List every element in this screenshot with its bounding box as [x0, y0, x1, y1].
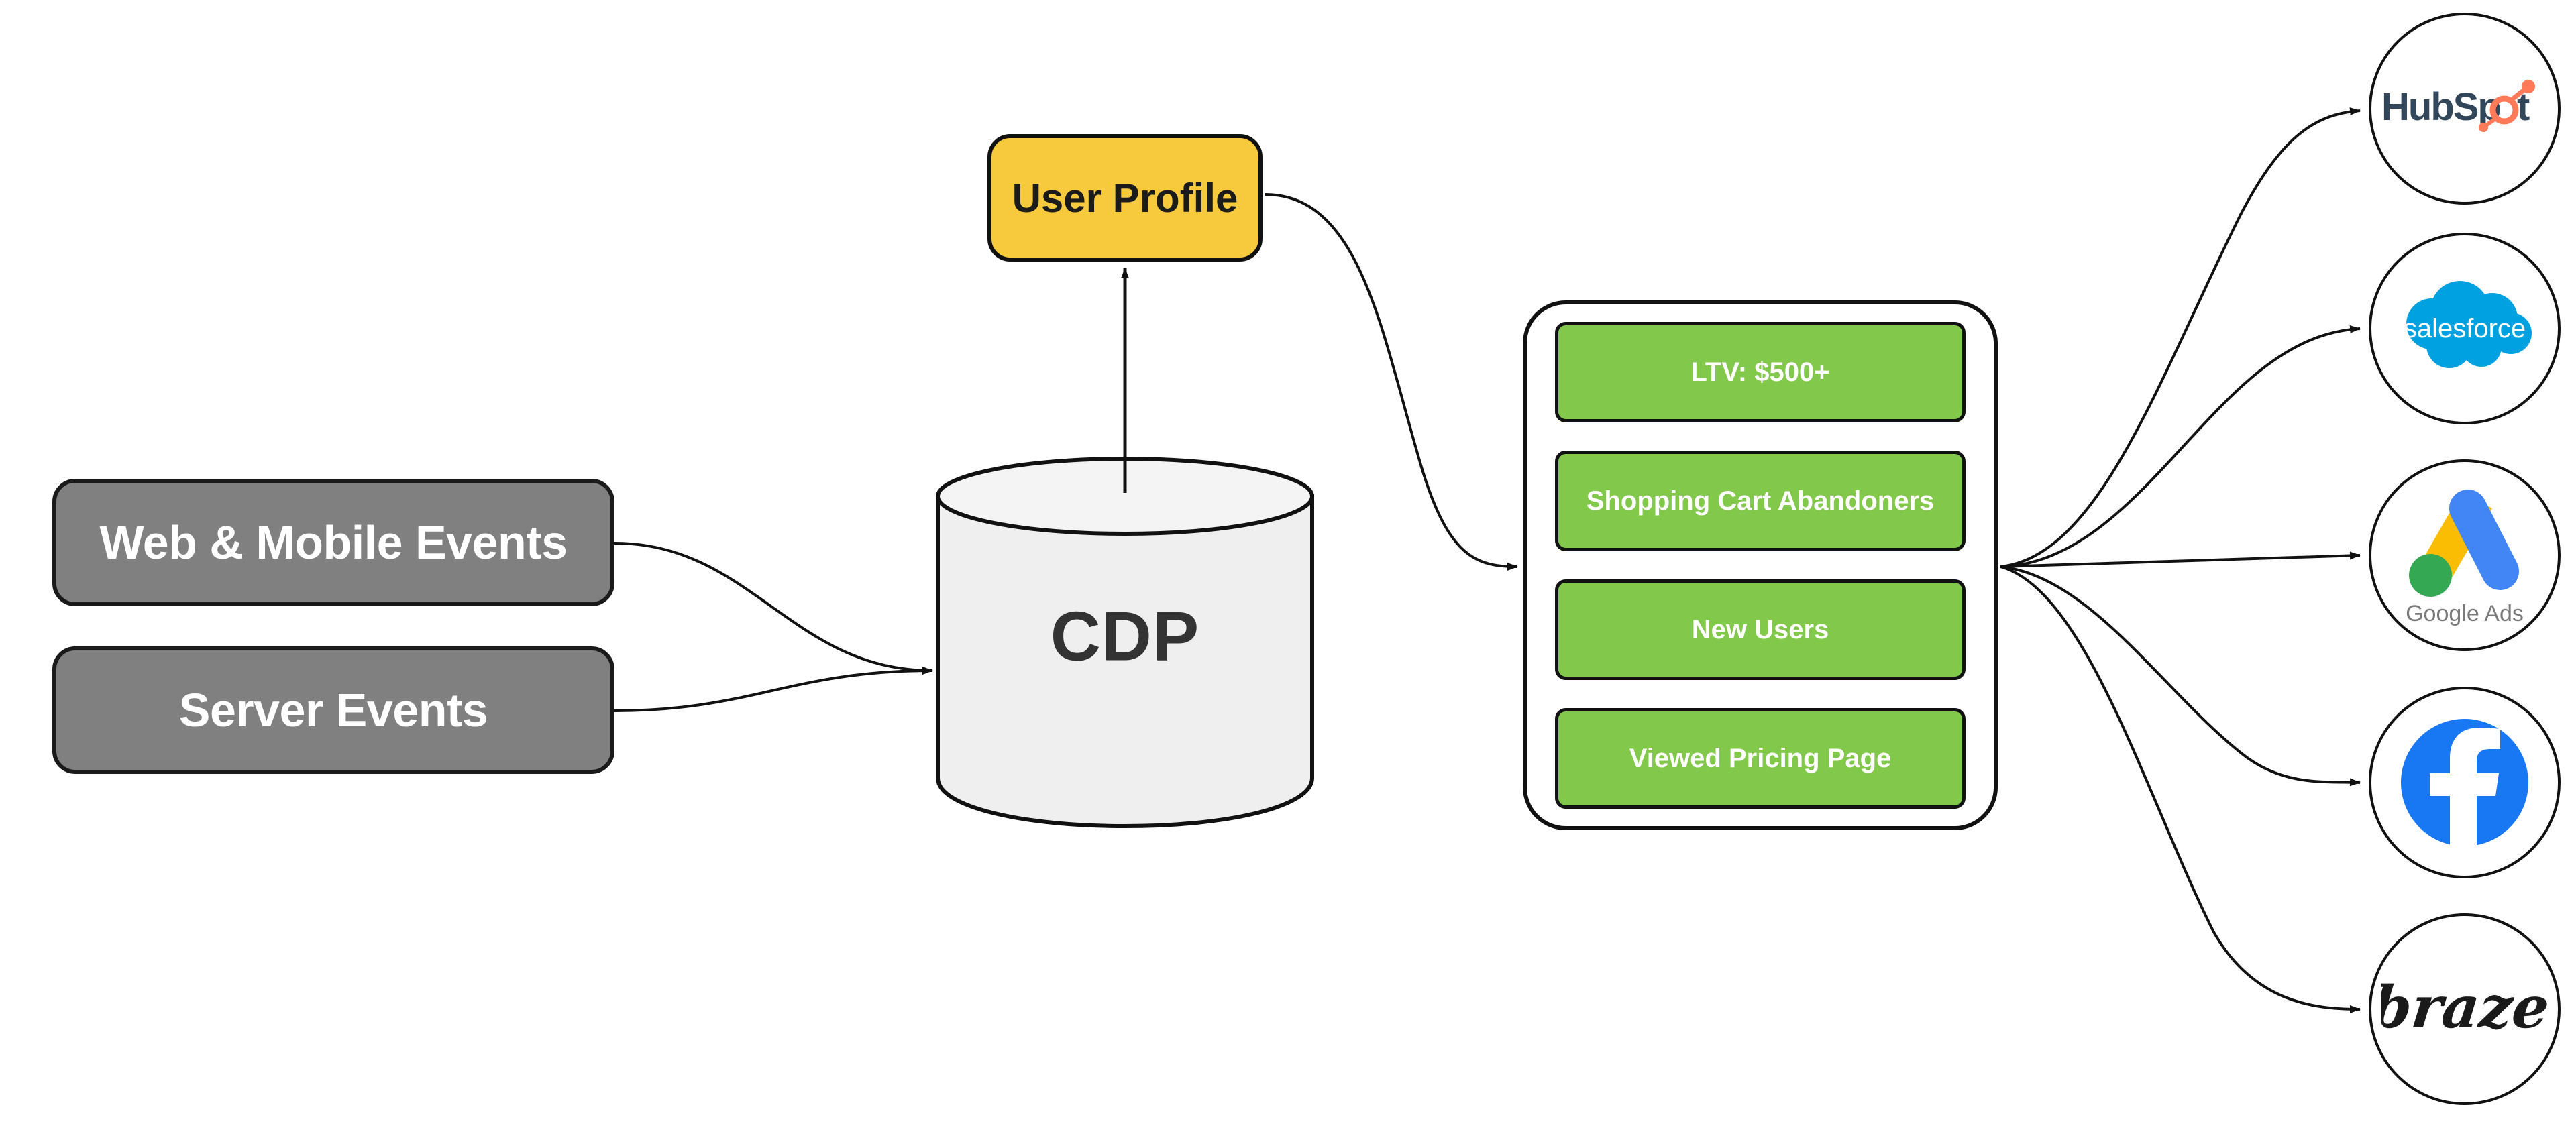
- cdp-label: CDP: [1050, 597, 1200, 676]
- source-box-server-events[interactable]: Server Events: [52, 646, 614, 774]
- segment-pill-viewed-pricing[interactable]: Viewed Pricing Page: [1555, 708, 1966, 809]
- connector-segments-to-google-ads: [2000, 551, 2361, 568]
- connector-segments-to-salesforce: [2000, 325, 2361, 568]
- source-label-web-mobile-events: Web & Mobile Events: [99, 516, 568, 569]
- source-label-server-events: Server Events: [178, 684, 488, 736]
- destination-hubspot[interactable]: HubSp t: [2369, 13, 2561, 205]
- segments-panel: LTV: $500+ Shopping Cart Abandoners New …: [1523, 300, 1998, 830]
- destination-facebook[interactable]: [2369, 687, 2561, 878]
- destination-google-ads[interactable]: Google Ads: [2369, 459, 2561, 651]
- svg-text:Google Ads: Google Ads: [2406, 601, 2524, 626]
- destination-salesforce[interactable]: salesforce: [2369, 233, 2561, 424]
- svg-text:salesforce: salesforce: [2404, 314, 2526, 343]
- connector-web-to-cdp: [614, 542, 933, 675]
- connector-segments-to-braze: [2000, 565, 2361, 1013]
- segment-label-new-users: New Users: [1691, 614, 1829, 644]
- google-ads-logo: Google Ads: [2406, 490, 2524, 626]
- connector-user-profile-to-segments: [1265, 193, 1518, 571]
- svg-text:braze: braze: [2381, 974, 2548, 1041]
- connector-segments-to-hubspot: [2000, 107, 2361, 568]
- svg-text:t: t: [2517, 85, 2530, 129]
- salesforce-logo: salesforce: [2404, 281, 2532, 368]
- segment-pill-new-users[interactable]: New Users: [1555, 579, 1966, 680]
- user-profile-node[interactable]: User Profile: [987, 134, 1263, 262]
- cdp-node[interactable]: CDP: [934, 463, 1316, 811]
- facebook-logo: [2401, 719, 2528, 850]
- connector-segments-to-facebook: [2000, 565, 2361, 787]
- destination-braze[interactable]: braze: [2369, 913, 2561, 1105]
- segment-pill-ltv[interactable]: LTV: $500+: [1555, 322, 1966, 422]
- segment-label-ltv: LTV: $500+: [1690, 357, 1830, 387]
- braze-logo: braze: [2381, 974, 2548, 1041]
- svg-text:HubSp: HubSp: [2381, 85, 2500, 129]
- segment-pill-cart-abandoners[interactable]: Shopping Cart Abandoners: [1555, 451, 1966, 551]
- source-box-web-mobile-events[interactable]: Web & Mobile Events: [52, 479, 614, 606]
- connector-server-to-cdp: [614, 667, 933, 712]
- segment-label-cart-abandoners: Shopping Cart Abandoners: [1586, 486, 1935, 516]
- user-profile-label: User Profile: [1012, 175, 1238, 221]
- hubspot-logo: HubSp t: [2381, 80, 2535, 132]
- segment-label-viewed-pricing: Viewed Pricing Page: [1629, 743, 1892, 773]
